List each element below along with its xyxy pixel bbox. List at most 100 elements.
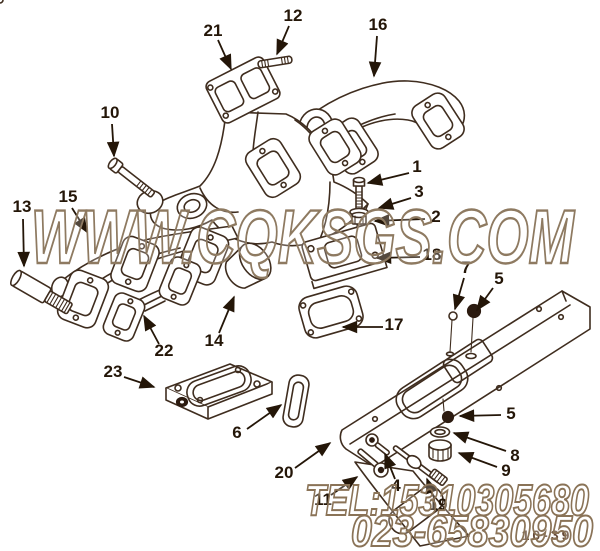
part-capscrew (107, 157, 156, 198)
callout-5-lower-leader (458, 409, 502, 422)
flange-port-left (214, 80, 245, 113)
callout-8-leader (452, 431, 507, 452)
cup-top (428, 439, 452, 451)
block-sides (165, 382, 273, 420)
flange-port (323, 235, 363, 269)
callout-15: 15 (59, 187, 78, 206)
stud-threads (46, 291, 71, 314)
callout-11: 11 (314, 490, 332, 509)
stud-end-face (9, 269, 23, 287)
callout-21: 21 (204, 21, 223, 40)
flange-port-right (240, 67, 271, 100)
callout-21-leader (217, 39, 232, 71)
callout-9-leader (457, 451, 498, 468)
callout-20-leader (294, 442, 332, 469)
callout-7-leader (452, 277, 466, 311)
part-plug-cylinder (224, 242, 272, 289)
beam-foot-opening (388, 485, 444, 535)
part-capscrew-small (365, 433, 390, 456)
flange-bolt-holes (124, 242, 146, 286)
gasket-outline (158, 256, 202, 306)
part-dowel-pin (445, 311, 458, 357)
port-flange (308, 118, 362, 176)
port-flange (110, 235, 160, 293)
gasket-bolt-holes (114, 298, 134, 336)
washer-inner (434, 428, 446, 436)
callout-19: 19 (429, 495, 448, 514)
flange-thickness (311, 259, 388, 290)
callout-3: 3 (414, 182, 423, 201)
gasket-port (167, 267, 193, 295)
flange-port (67, 281, 99, 317)
callout-6: 6 (232, 423, 241, 442)
part-gasket-pair (102, 256, 202, 342)
callout-5-lower: 5 (506, 404, 515, 423)
port-flange (244, 137, 302, 199)
part-front-manifold (50, 225, 239, 329)
part-center-manifold (136, 111, 369, 259)
callout-11-leader (330, 476, 359, 496)
gasket-bolt-holes (170, 262, 190, 300)
callout-23-leader (123, 376, 156, 389)
flange-bolt-holes (424, 101, 452, 141)
stud-body (257, 55, 293, 69)
watermark-site: WWW.CQKSGS.COM (31, 195, 575, 280)
beam-opening (395, 358, 469, 420)
callout-8: 8 (510, 446, 519, 465)
part-plain-stud (9, 269, 73, 315)
gasket-port (111, 303, 137, 331)
callout-22-leader (143, 314, 160, 345)
part-support-beam (339, 290, 591, 547)
cup-shading (432, 448, 449, 461)
part-bolt-stack (349, 176, 369, 232)
callout-4: 4 (391, 476, 401, 495)
callout-19-leader (425, 477, 438, 499)
part-washer (429, 426, 451, 438)
port-gasket (158, 256, 202, 306)
pin-guide-line (449, 319, 453, 353)
part-gasket (298, 285, 364, 339)
callout-14-leader (218, 295, 235, 334)
callout-13-leader (17, 218, 30, 268)
flange-port (319, 130, 351, 164)
gasket-opening (307, 295, 355, 329)
flange-face (411, 92, 465, 150)
hub-bore (183, 198, 201, 214)
part-seal-gasket (282, 374, 310, 428)
stud-threads (261, 55, 289, 69)
callout-10-leader (106, 123, 120, 158)
thread-hatching (430, 469, 446, 485)
block-side-hole-center (180, 400, 184, 404)
flange-port (256, 150, 290, 186)
pin-head (448, 311, 458, 321)
callout-23: 23 (104, 362, 123, 381)
flange-plate (301, 222, 385, 282)
bolt-head-top (352, 176, 366, 184)
callout-3-leader (377, 197, 412, 210)
flange-port (422, 104, 454, 138)
seal-outline (282, 374, 310, 428)
flange-bolt-holes (259, 147, 287, 189)
block-bolt-holes (0, 0, 261, 404)
flange-plate (205, 56, 281, 124)
callout-1: 1 (412, 157, 421, 176)
plug-guide-line (442, 398, 445, 412)
part-stud (257, 55, 293, 69)
opening-inner (192, 370, 246, 402)
flange-face (244, 137, 302, 199)
gasket-link-strip (141, 295, 166, 312)
bolt-head-face (107, 157, 118, 170)
callout-15-leader (71, 207, 88, 234)
callout-2: 2 (431, 207, 440, 226)
callout-18: 18 (423, 245, 442, 264)
seal-inner (287, 381, 305, 421)
flange-bolt-holes (72, 277, 94, 321)
callout-7: 7 (461, 258, 470, 277)
beam-opening-outer (395, 358, 469, 420)
plug-head (441, 410, 455, 424)
pad-outline (442, 338, 494, 384)
gasket-bolt-holes (299, 288, 363, 336)
callout-2-leader (373, 214, 426, 227)
